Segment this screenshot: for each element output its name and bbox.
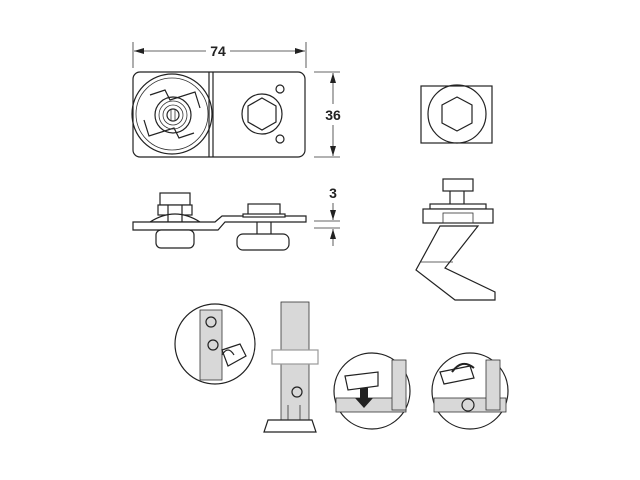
side-view: [132, 192, 307, 251]
installation-detail-left: [174, 303, 256, 385]
height-label: 36: [325, 107, 341, 123]
installation-detail-right: [431, 352, 509, 430]
width-label: 74: [210, 43, 226, 59]
width-dimension: 74: [132, 42, 307, 68]
end-top-view: [420, 84, 493, 144]
installation-detail-middle: [333, 352, 411, 430]
installation-post: [263, 301, 319, 433]
height-dimension: 36: [314, 71, 341, 158]
top-view-plate: [131, 71, 306, 158]
thickness-label: 3: [329, 185, 337, 201]
thickness-dimension: 3: [314, 185, 340, 246]
end-side-view: [415, 178, 496, 301]
